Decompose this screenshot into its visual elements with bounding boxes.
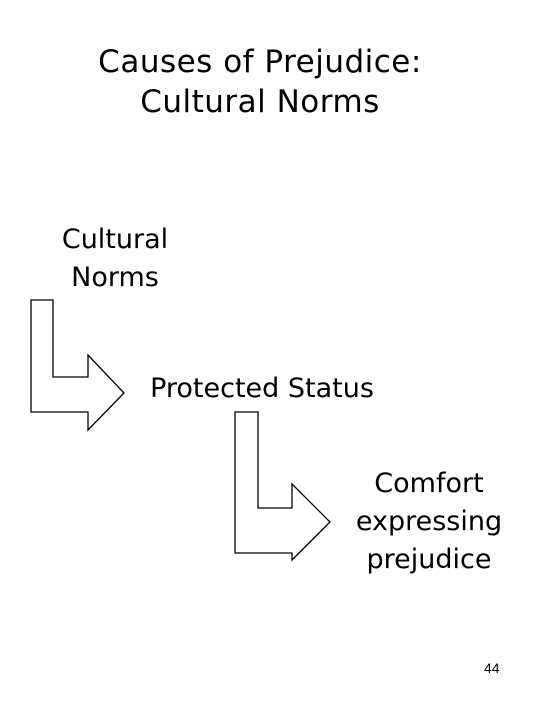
node-comfort-expressing-prejudice: Comfort expressing prejudice bbox=[334, 465, 524, 579]
node-cultural-norms: Cultural Norms bbox=[40, 221, 190, 297]
slide-title: Causes of Prejudice: Cultural Norms bbox=[0, 42, 520, 122]
node-comfort-line-1: Comfort bbox=[374, 468, 484, 499]
elbow-arrow-icon bbox=[30, 299, 125, 432]
node-protected-status: Protected Status bbox=[122, 370, 402, 408]
node-cultural-norms-line-2: Norms bbox=[71, 262, 159, 293]
elbow-arrow-icon bbox=[234, 411, 331, 562]
slide-title-line-1: Causes of Prejudice: bbox=[98, 44, 422, 80]
slide-title-line-2: Cultural Norms bbox=[140, 84, 380, 120]
node-comfort-line-2: expressing bbox=[355, 506, 503, 537]
page-number: 44 bbox=[484, 660, 500, 676]
node-cultural-norms-line-1: Cultural bbox=[61, 224, 169, 255]
node-protected-status-line-1: Protected Status bbox=[150, 373, 374, 404]
node-comfort-line-3: prejudice bbox=[366, 544, 492, 575]
